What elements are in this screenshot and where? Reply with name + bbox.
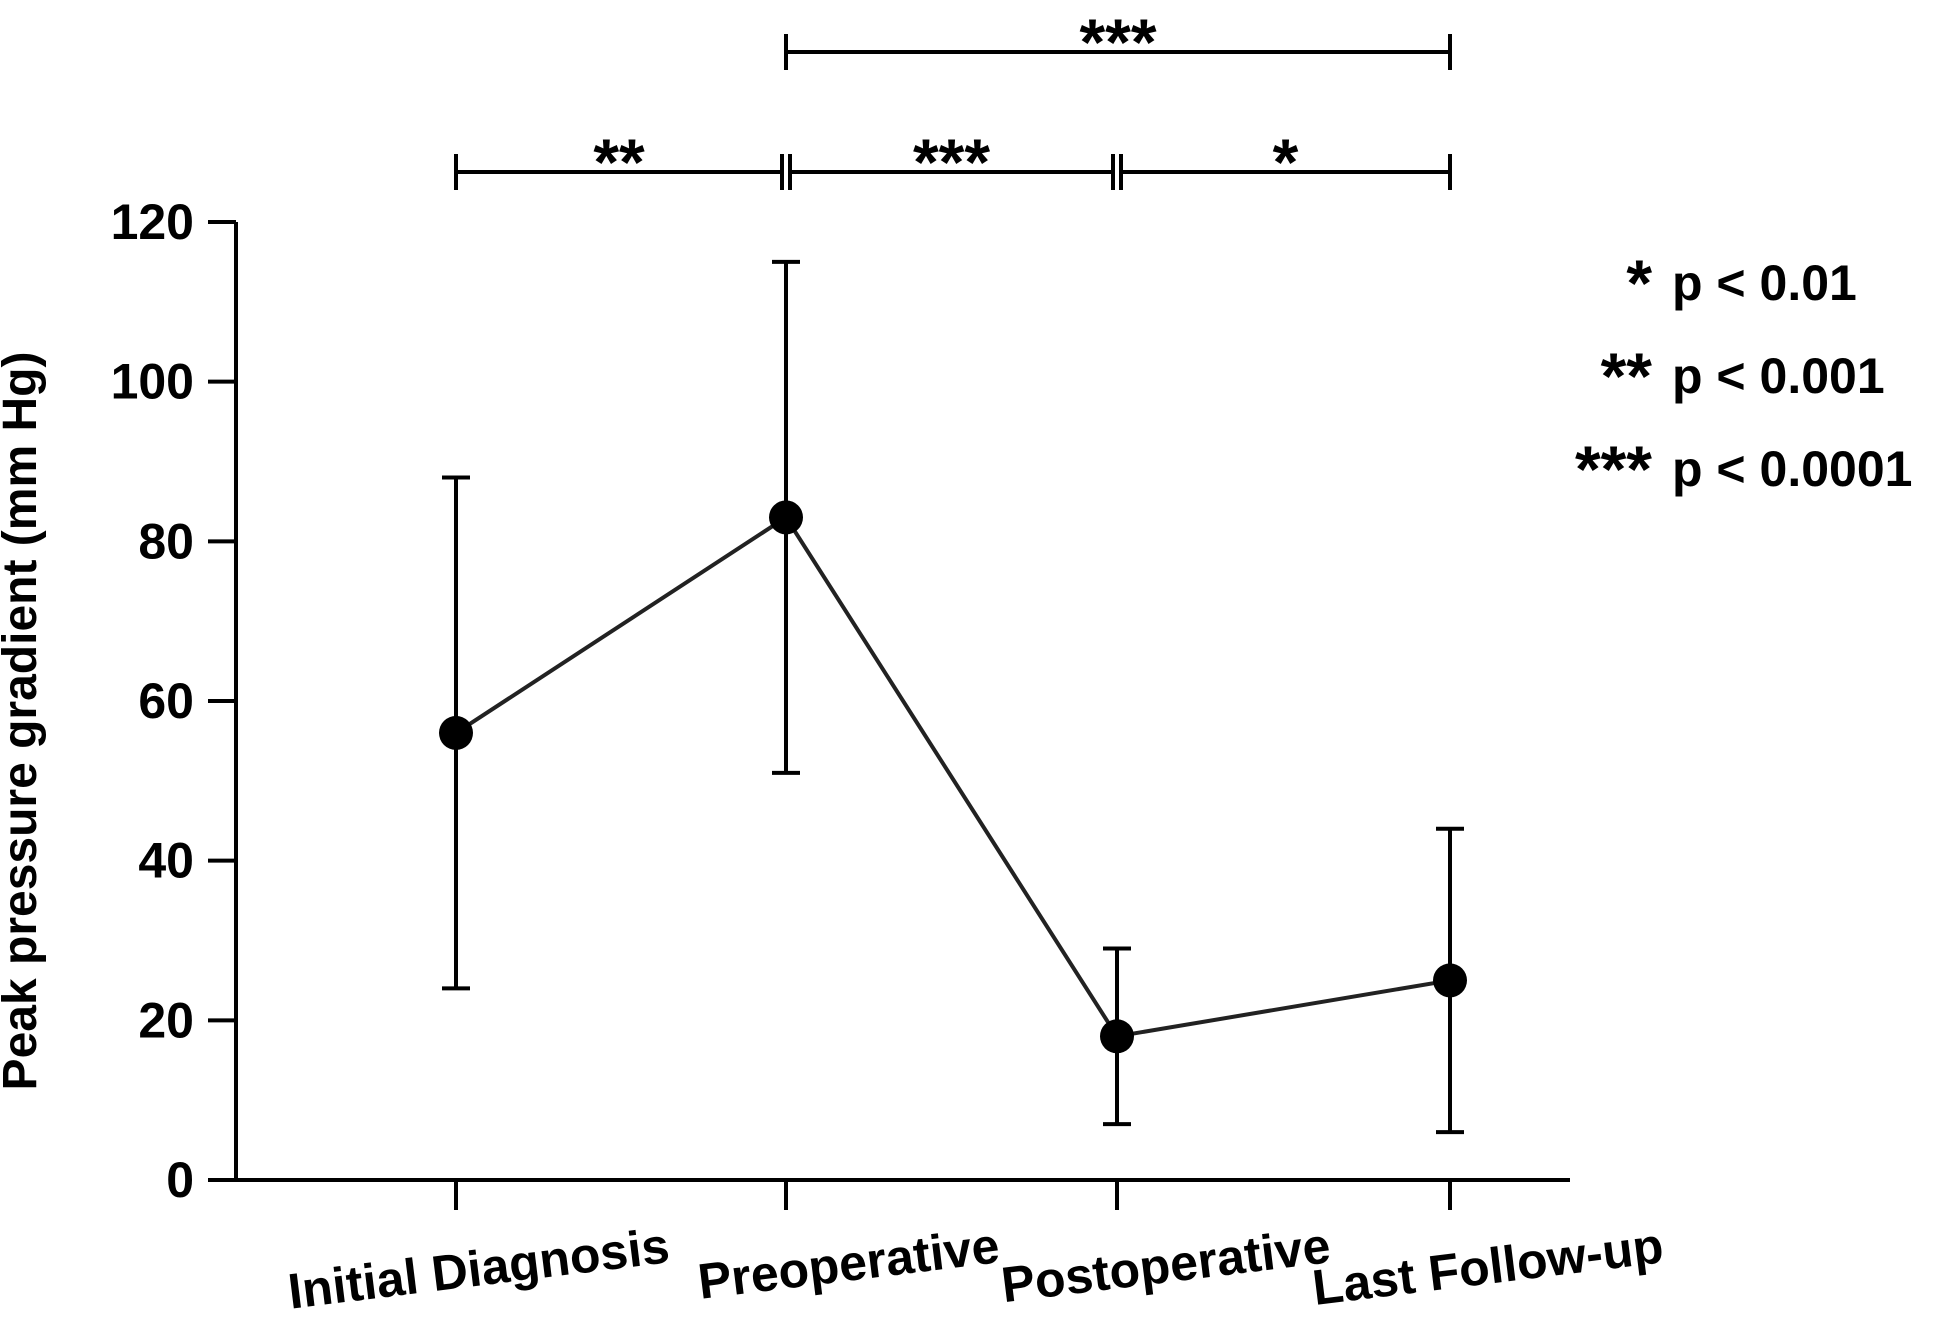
data-point — [769, 500, 803, 535]
series-line — [454, 514, 1451, 1039]
data-layer — [439, 259, 1467, 1135]
significance-label: *** — [1079, 5, 1156, 79]
legend-text: p < 0.01 — [1672, 255, 1857, 311]
y-tick-label: 80 — [138, 513, 194, 569]
legend-text: p < 0.001 — [1672, 348, 1885, 404]
significance-label: ** — [593, 125, 645, 199]
significance-label: *** — [913, 125, 990, 199]
legend-symbol: * — [1626, 246, 1652, 320]
significance-bracket: * — [1119, 125, 1452, 199]
y-tick-label: 20 — [138, 992, 194, 1048]
significance-label: * — [1273, 125, 1299, 199]
significance-bracket: ** — [454, 125, 784, 199]
significance-brackets: ********* — [454, 5, 1452, 199]
significance-bracket: *** — [784, 5, 1452, 79]
x-category-label: Postoperative — [998, 1217, 1333, 1313]
legend-symbol: *** — [1575, 432, 1652, 506]
legend-entry: ** p < 0.001 — [1601, 339, 1885, 413]
data-point — [1433, 963, 1467, 998]
x-category-label: Preoperative — [695, 1217, 1003, 1310]
legend-text: p < 0.0001 — [1672, 441, 1912, 497]
legend-entry: * p < 0.01 — [1626, 246, 1857, 320]
y-tick-label: 60 — [138, 673, 194, 729]
y-axis-title: Peak pressure gradient (mm Hg) — [0, 352, 47, 1091]
data-point — [1100, 1019, 1134, 1054]
legend-symbol: ** — [1601, 339, 1653, 413]
y-tick-label: 0 — [166, 1152, 194, 1208]
data-point — [439, 715, 473, 750]
significance-bracket: *** — [788, 125, 1115, 199]
y-tick-label: 40 — [138, 833, 194, 889]
x-category-label: Initial Diagnosis — [285, 1217, 672, 1319]
y-tick-label: 120 — [111, 194, 194, 250]
legend-entry: *** p < 0.0001 — [1575, 432, 1913, 506]
y-tick-label: 100 — [111, 354, 194, 410]
legend: * p < 0.01 ** p < 0.001 *** p < 0.0001 — [1575, 246, 1913, 506]
x-category-label: Last Follow-up — [1309, 1217, 1666, 1316]
